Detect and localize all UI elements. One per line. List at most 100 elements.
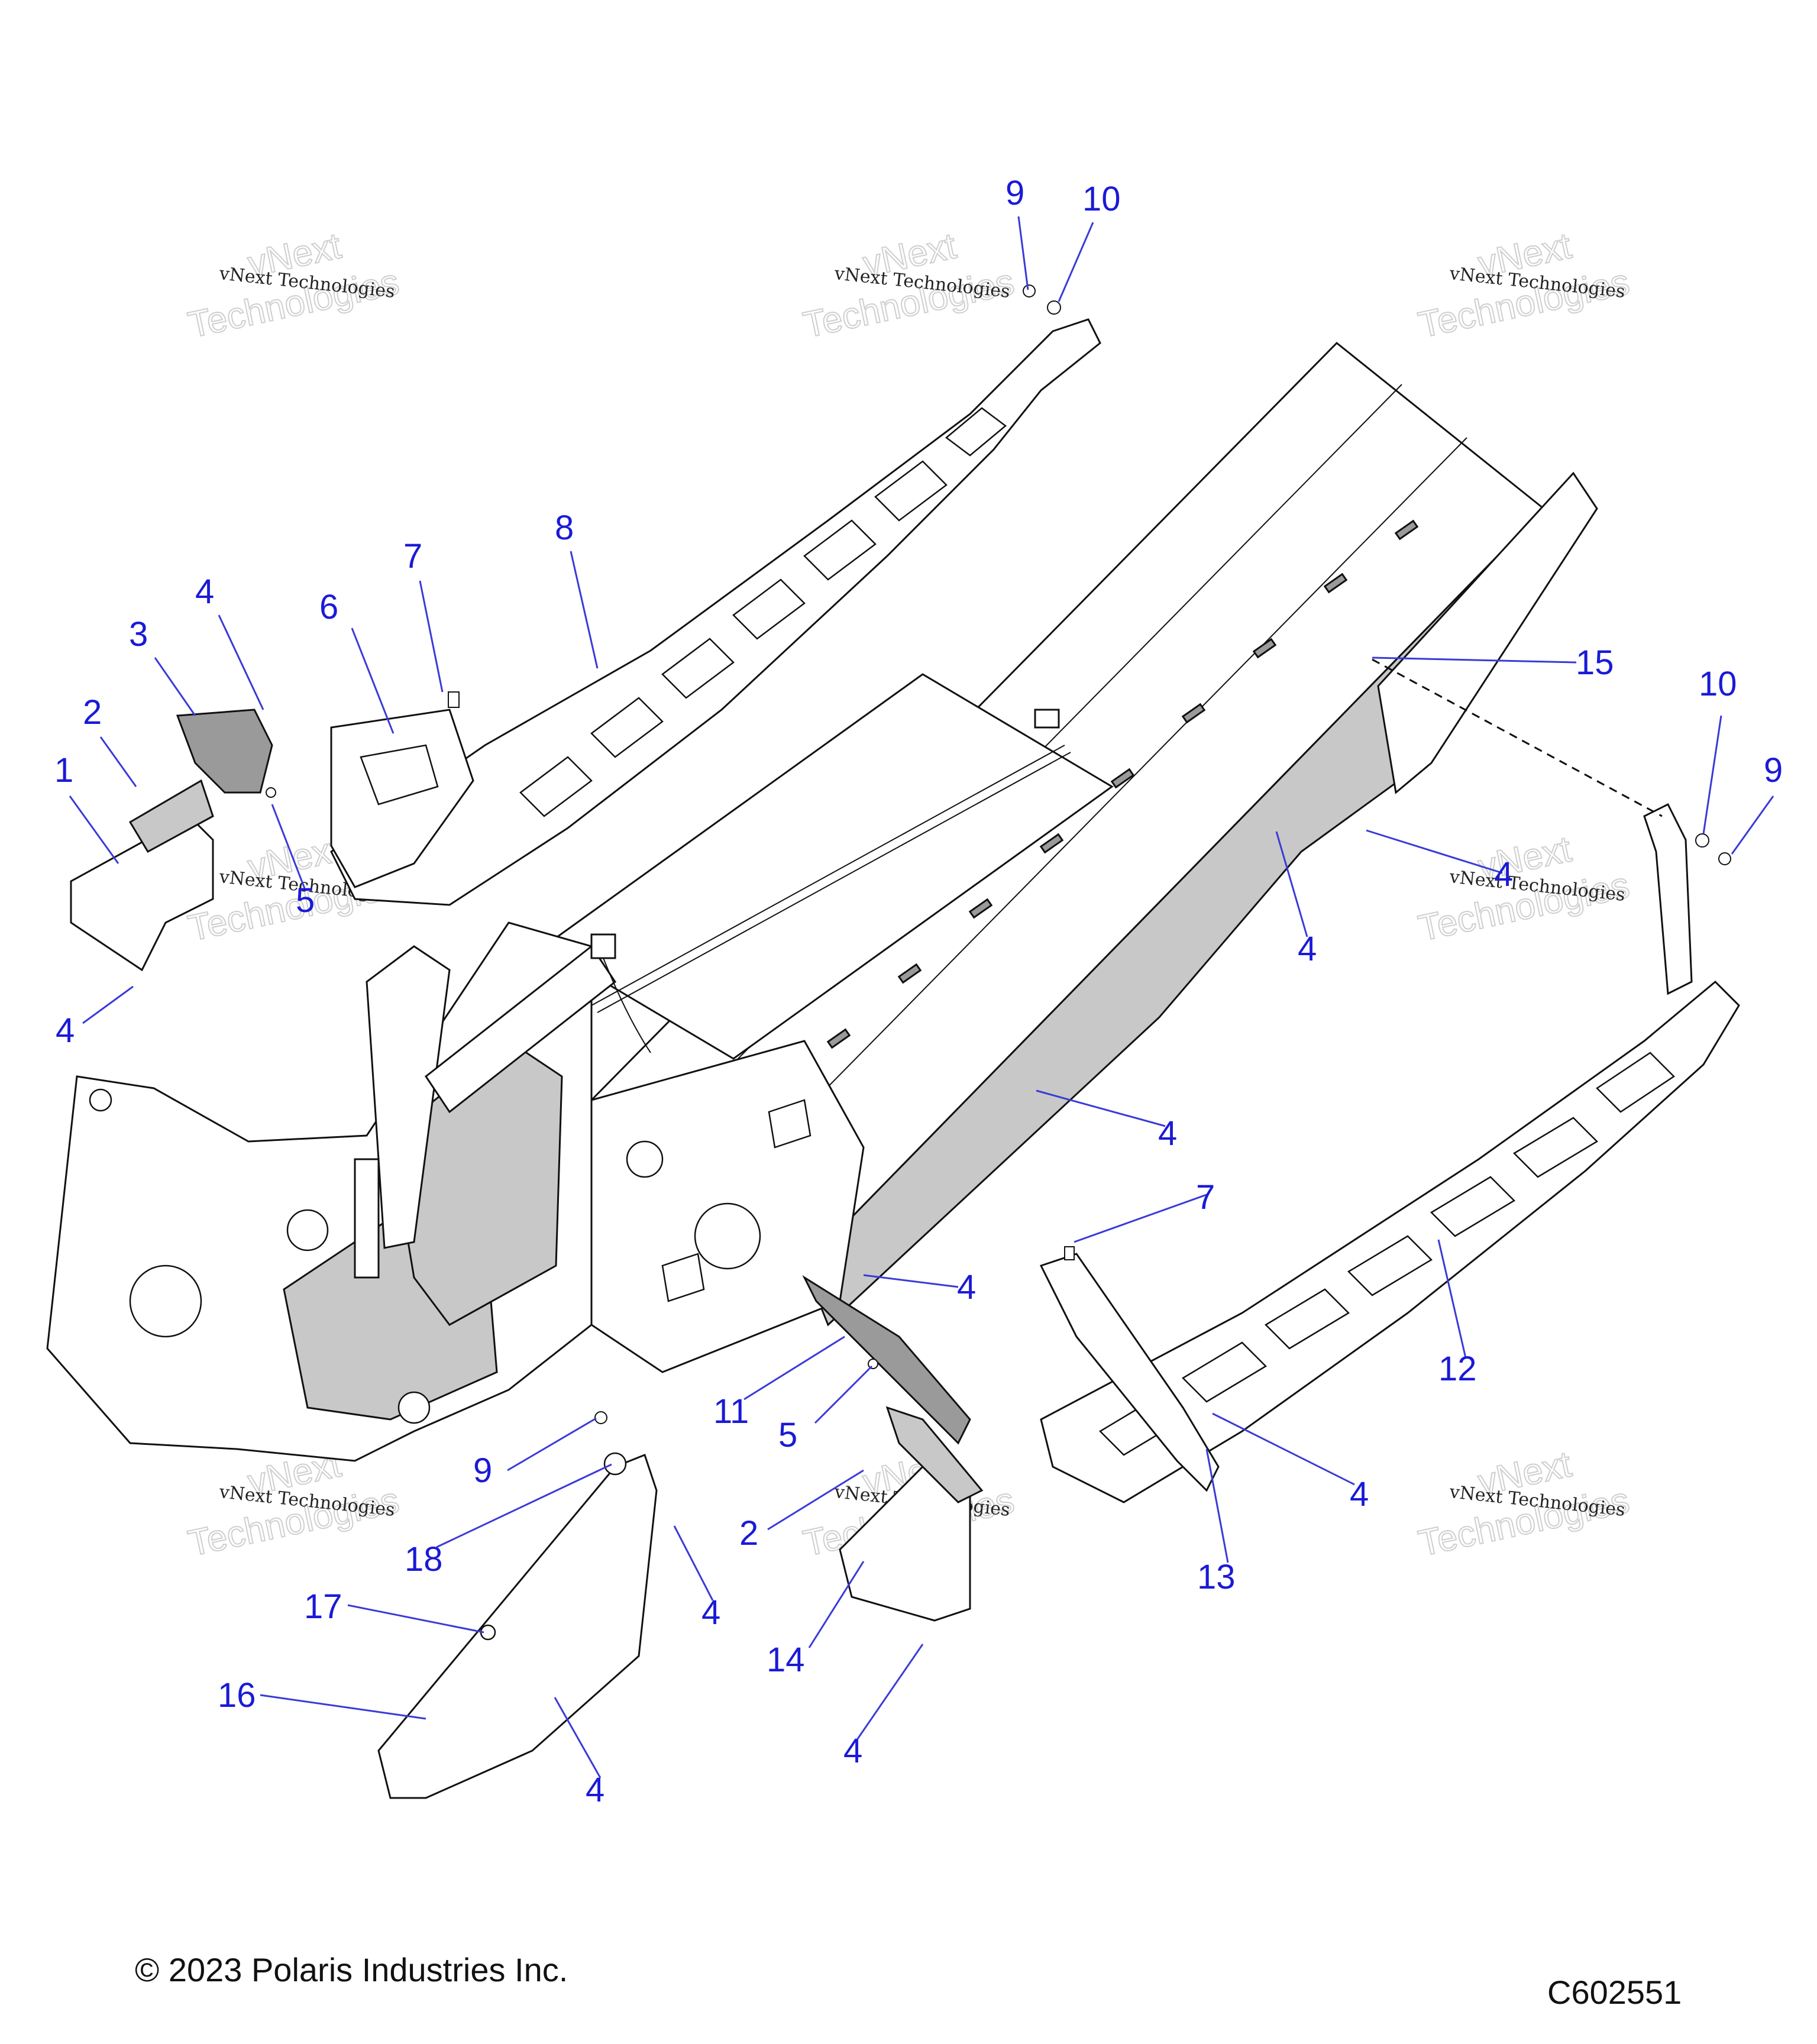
push-rivet [266, 787, 276, 798]
callout-label: 13 [1197, 1558, 1236, 1596]
leader-line [82, 985, 134, 1024]
frame-bore [397, 1391, 431, 1424]
tunnel-assembly [46, 341, 1598, 1462]
tunnel-rod [597, 752, 1071, 1013]
vent-slot [1110, 768, 1135, 789]
leader-line [1058, 222, 1094, 302]
callout-label: 9 [473, 1451, 492, 1490]
connector [590, 933, 616, 959]
callout-label: 12 [1438, 1350, 1477, 1388]
callout-label: 16 [218, 1676, 256, 1715]
leader-line [808, 1561, 865, 1648]
callout-label: 15 [1576, 643, 1614, 682]
callout-label: 10 [1082, 180, 1121, 218]
nut [1023, 284, 1036, 297]
vent-slot [826, 1028, 851, 1049]
callout-label: 2 [739, 1514, 758, 1553]
nut [594, 1411, 607, 1424]
push-rivet [448, 691, 460, 708]
running-board-right [1039, 803, 1740, 1503]
board-cutout [803, 519, 877, 581]
leader-line [743, 1335, 845, 1401]
callout-label: 14 [767, 1641, 805, 1679]
callout-label: 5 [296, 881, 315, 920]
callout-label: 4 [701, 1593, 720, 1632]
vent-slot [1181, 703, 1206, 724]
running-board-left-cutouts [519, 407, 1007, 817]
leader-line [1702, 715, 1722, 835]
right-lower-panel-patch [885, 1406, 984, 1503]
callout-label: 4 [56, 1011, 75, 1050]
wiring-harness [603, 958, 651, 1053]
leader-line [1036, 1089, 1166, 1127]
center-side-guard [802, 1275, 971, 1445]
board-cutout [1596, 1052, 1675, 1113]
callout-label: 7 [403, 537, 422, 575]
leader-line [673, 1525, 714, 1601]
copyright-text: © 2023 Polaris Industries Inc. [135, 1951, 568, 1988]
leader-line [436, 1463, 612, 1548]
lower-rear-panel [377, 1454, 658, 1799]
leader-lines [69, 216, 1774, 1778]
leader-line [1074, 1194, 1207, 1243]
board-cutout [519, 756, 593, 817]
leader-line [856, 1644, 924, 1739]
frame-bore [286, 1209, 329, 1251]
vent-slot [968, 898, 993, 919]
callout-label: 3 [129, 615, 148, 654]
leader-line [507, 1417, 597, 1471]
callout-label: 6 [319, 588, 338, 626]
board-cutout [1264, 1288, 1350, 1350]
board-cutout [732, 578, 806, 640]
board-cutout [874, 460, 948, 522]
leader-line [218, 615, 264, 710]
running-board-right-support [1643, 803, 1693, 995]
leader-line [99, 736, 137, 787]
bulkhead-cutout [694, 1202, 761, 1270]
tunnel-plate [542, 673, 1114, 1060]
leader-line [1731, 795, 1774, 855]
connector [1034, 709, 1060, 729]
callout-label: 4 [1494, 855, 1513, 894]
board-cutout [1181, 1341, 1268, 1403]
nut [1718, 852, 1731, 865]
callout-label: 9 [1764, 751, 1783, 790]
toe-hold-left [330, 709, 474, 888]
board-cutout [1347, 1235, 1433, 1296]
leader-line [814, 1365, 873, 1424]
leader-line [1437, 1239, 1467, 1359]
callout-label: 1 [54, 751, 73, 790]
leader-line [1366, 829, 1503, 874]
callout-label: 18 [405, 1540, 443, 1579]
callout-label: 4 [957, 1268, 976, 1306]
leader-line [1372, 656, 1577, 664]
callout-label: 4 [1158, 1114, 1177, 1153]
leader-line [767, 1469, 864, 1531]
running-board-right-cutouts [1098, 1052, 1675, 1456]
tunnel-rear-fin [1377, 471, 1598, 794]
leader-line [260, 1694, 426, 1720]
callout-labels: 1 2 3 4 4 5 6 7 8 9 10 15 10 9 4 4 4 7 4… [54, 174, 1783, 1809]
vent-slot [1252, 638, 1277, 659]
vent-slot [1039, 833, 1064, 854]
callout-label: 4 [586, 1771, 604, 1809]
callout-label: 4 [1298, 930, 1317, 968]
board-cutout [590, 697, 664, 758]
bulkhead-cutout [661, 1253, 705, 1302]
callout-label: 11 [713, 1392, 749, 1431]
callout-label: 4 [195, 573, 214, 611]
leader-line [570, 551, 599, 669]
leader-line [271, 804, 306, 889]
leader-line [347, 1604, 484, 1634]
leader-line [419, 580, 444, 693]
board-cutout [945, 407, 1007, 457]
frame-bore [89, 1088, 112, 1112]
leader-line [351, 628, 395, 734]
vent-slot [1394, 519, 1419, 541]
leader-line [863, 1274, 959, 1288]
left-lower-panel-patch [128, 779, 214, 853]
tunnel-rib [733, 437, 1467, 1183]
fasteners [266, 284, 1731, 1424]
washer [1047, 300, 1061, 315]
